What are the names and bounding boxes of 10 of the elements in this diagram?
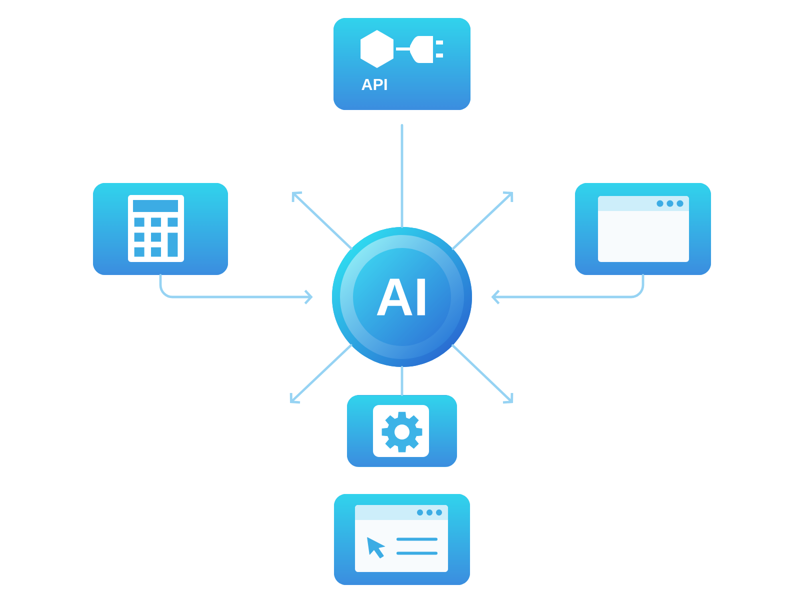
arrow — [452, 344, 514, 404]
node-label: AI — [376, 278, 425, 316]
connector-line — [400, 124, 404, 228]
arrow — [290, 344, 352, 404]
arrow — [159, 274, 313, 304]
arrow — [292, 191, 352, 250]
arrow — [452, 191, 514, 250]
arrow — [491, 274, 644, 304]
node-label: API — [362, 79, 387, 90]
connector-line — [400, 366, 404, 396]
